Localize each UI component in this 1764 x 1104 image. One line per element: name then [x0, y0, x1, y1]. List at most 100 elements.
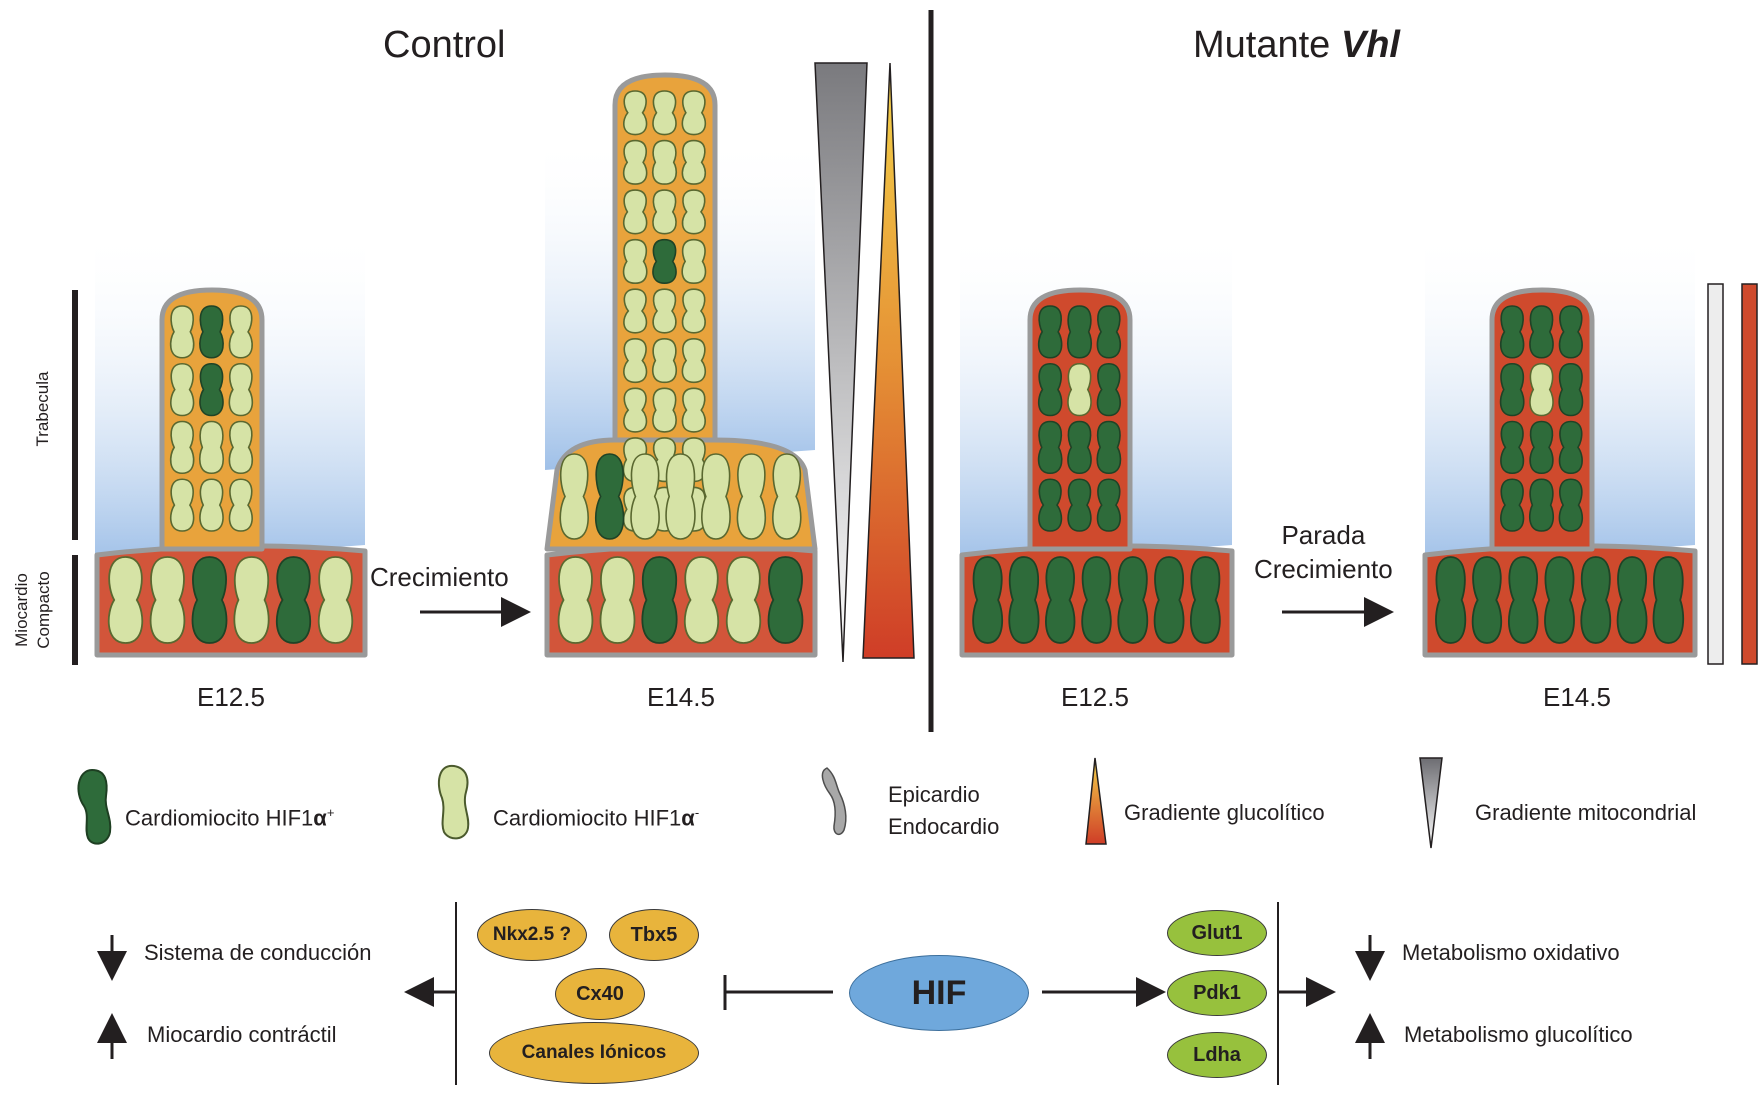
compact-axis-label-line2: Compacto: [34, 571, 53, 649]
hif-negative-cardiomyocyte: [652, 90, 677, 136]
hif-positive-cell-icon: [77, 768, 112, 845]
hif-negative-cardiomyocyte: [652, 288, 677, 334]
hif-negative-cardiomyocyte: [599, 556, 636, 644]
hif-positive-cardiomyocyte: [1096, 362, 1121, 417]
hif-negative-cardiomyocyte: [701, 453, 731, 540]
factor-nkx25: Nkx2.5 ?: [477, 909, 587, 961]
hif-node: HIF: [849, 955, 1029, 1031]
growth-label: Crecimiento: [370, 562, 509, 592]
compact-axis-label: Miocardio Compacto: [11, 562, 55, 658]
hif-negative-cardiomyocyte: [683, 556, 720, 644]
legend-hif-positive: Cardiomiocito HIF1α+: [125, 797, 334, 834]
hif-positive-cardiomyocyte: [1471, 556, 1503, 644]
hif-positive-cardiomyocyte: [191, 556, 228, 644]
hif-positive-cardiomyocyte: [1096, 420, 1122, 475]
hif-negative-cardiomyocyte: [169, 420, 195, 475]
hif-negative-cardiomyocyte: [725, 556, 762, 644]
hif-positive-cardiomyocyte: [1066, 305, 1093, 359]
hif-positive-cardiomyocyte: [1499, 305, 1525, 359]
hif-negative-cardiomyocyte: [233, 556, 270, 644]
hif-positive-cardiomyocyte: [1037, 420, 1063, 475]
arrest-label-line2: Crecimiento: [1254, 554, 1393, 584]
hif-positive-cardiomyocyte: [1067, 420, 1092, 475]
hif-positive-cardiomyocyte: [1067, 478, 1092, 532]
legend-hif-positive-base: Cardiomiocito HIF1: [125, 805, 314, 831]
hif-positive-cardiomyocyte: [1558, 362, 1584, 417]
hif-positive-cardiomyocyte: [1008, 556, 1040, 644]
hif-negative-cardiomyocyte: [228, 420, 254, 475]
hif-positive-cardiomyocyte: [1580, 556, 1612, 644]
hif-negative-cardiomyocyte: [1529, 362, 1554, 417]
outcome-glycolytic-metabolism: Metabolismo glucolítico: [1404, 1022, 1633, 1047]
hif-positive-cardiomyocyte: [1529, 305, 1554, 359]
hif-positive-cardiomyocyte: [199, 305, 224, 359]
hif-negative-cardiomyocyte: [559, 453, 589, 540]
arrest-label-line1: Parada: [1281, 520, 1366, 550]
hif-negative-cardiomyocyte: [557, 556, 594, 644]
hif-positive-cardiomyocyte: [594, 453, 625, 540]
hif-negative-cardiomyocyte: [681, 189, 706, 235]
hif-positive-cardiomyocyte: [1529, 420, 1554, 475]
tissue-mutant-e14: [1422, 287, 1698, 658]
legend-epicardio: Epicardio: [888, 782, 980, 807]
legend-endocardio: Endocardio: [888, 814, 1000, 839]
hif-negative-cardiomyocyte: [630, 453, 660, 540]
tissue-control-e14: [544, 72, 818, 658]
hif-negative-cardiomyocyte: [623, 337, 648, 384]
hif-negative-cardiomyocyte: [317, 556, 354, 644]
mutant-title-prefix: Mutante: [1193, 24, 1341, 66]
hif-negative-cardiomyocyte: [622, 189, 648, 235]
hif-positive-cardiomyocyte: [972, 556, 1004, 644]
hif-negative-cardiomyocyte: [681, 288, 706, 334]
legend-hif-negative-base: Cardiomiocito HIF1: [493, 805, 682, 831]
hif-negative-cardiomyocyte: [170, 362, 195, 417]
hif-negative-cardiomyocyte: [623, 90, 648, 136]
hif-negative-cardiomyocyte: [107, 556, 144, 644]
compact-axis-label-line1: Miocardio: [12, 573, 31, 647]
hif-negative-cardiomyocyte: [681, 387, 706, 433]
hif-negative-cardiomyocyte: [652, 189, 677, 235]
hif-negative-cardiomyocyte: [198, 420, 225, 475]
hif-positive-cardiomyocyte: [1558, 478, 1584, 532]
hif-negative-cell-icon: [437, 764, 470, 840]
hif-negative-cardiomyocyte: [681, 337, 707, 384]
hif-positive-cardiomyocyte: [1652, 556, 1685, 644]
hif-negative-cardiomyocyte: [169, 478, 195, 532]
membrane-icon: [821, 767, 847, 836]
gene-glut1: Glut1: [1167, 910, 1267, 956]
hif-negative-cardiomyocyte: [1067, 362, 1092, 417]
gene-ldha: Ldha: [1167, 1032, 1267, 1078]
trabecula-axis-label: Trabecula: [33, 371, 52, 447]
tissue-mutant-e12: [959, 287, 1235, 658]
mutant-title-gene: Vhl: [1340, 24, 1400, 66]
glycolytic-uniform-bar: [1741, 283, 1758, 665]
legend-mitochondrial: Gradiente mitocondrial: [1475, 800, 1697, 825]
hif-positive-cardiomyocyte: [1500, 478, 1525, 532]
hif-positive-cardiomyocyte: [1117, 556, 1149, 644]
legend-membrane: Epicardio Endocardio: [888, 779, 999, 843]
hif-negative-cardiomyocyte: [681, 90, 707, 136]
legend-hif-positive-alpha: α: [313, 805, 327, 831]
hif-positive-cardiomyocyte: [1500, 420, 1525, 475]
hif-negative-cardiomyocyte: [169, 305, 195, 359]
hif-positive-cardiomyocyte: [1037, 362, 1063, 417]
arrest-label: Parada Crecimiento: [1254, 518, 1393, 586]
hif-positive-cardiomyocyte: [1153, 556, 1185, 644]
hif-positive-cardiomyocyte: [1189, 556, 1221, 644]
hif-positive-cardiomyocyte: [1037, 305, 1063, 359]
mitochondrial-gradient-triangle: [814, 62, 868, 663]
hif-negative-cardiomyocyte: [772, 453, 802, 540]
hif-positive-cardiomyocyte: [1558, 305, 1583, 359]
hif-negative-cardiomyocyte: [681, 238, 707, 285]
mitochondrial-gradient-legend-icon: [1419, 757, 1443, 849]
hif-negative-cardiomyocyte: [623, 288, 648, 334]
hif-negative-cardiomyocyte: [199, 478, 224, 532]
hif-positive-cardiomyocyte: [1081, 556, 1112, 644]
hif-negative-cardiomyocyte: [736, 453, 767, 540]
legend-hif-negative-sup: -: [694, 805, 700, 820]
hif-positive-cardiomyocyte: [767, 556, 804, 644]
gene-pdk1: Pdk1: [1167, 970, 1267, 1016]
hif-negative-cardiomyocyte: [651, 139, 678, 185]
outcome-conduction-system: Sistema de conducción: [144, 940, 372, 965]
